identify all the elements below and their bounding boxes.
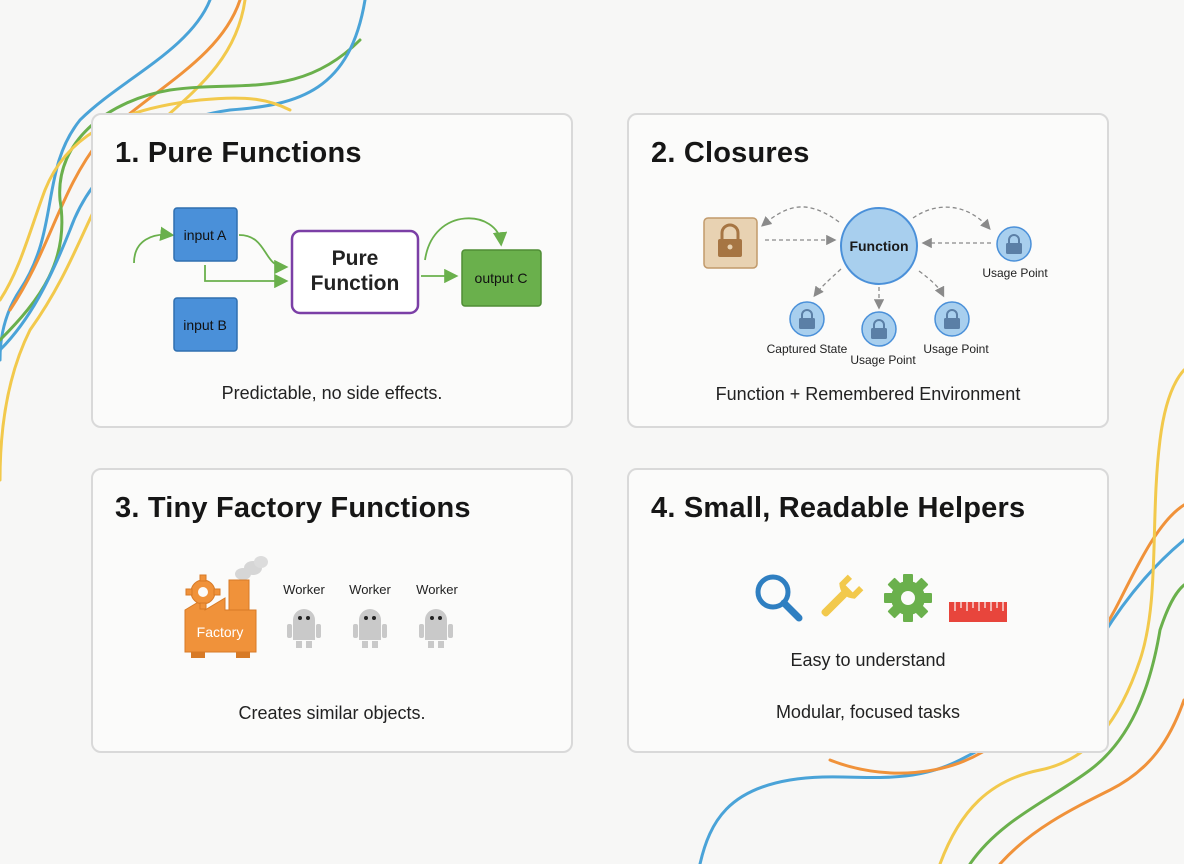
lock-icon <box>861 311 897 347</box>
factory-diagram: Factory Worker Worker Worker <box>184 556 458 658</box>
card-title: 1. Pure Functions <box>115 137 362 169</box>
arrow-function-to-usage-bottom-right <box>918 270 945 298</box>
card-caption-primary: Easy to understand <box>790 650 946 670</box>
factory-label: Factory <box>197 624 244 640</box>
arrow-function-to-lock <box>761 206 840 227</box>
helpers-card: 4. Small, Readable Helpers <box>627 468 1109 753</box>
output-c-box: output C <box>461 249 542 307</box>
worker-label: Worker <box>349 582 391 597</box>
closures-card: 2. Closures Function <box>627 113 1109 428</box>
input-a-box: input A <box>173 207 238 262</box>
environment-lock <box>703 217 758 269</box>
lock-icon <box>789 301 825 337</box>
input-a-label: input A <box>184 227 227 243</box>
captured-state-label: Captured State <box>767 342 848 356</box>
helper-icons <box>755 574 1007 622</box>
arrow-function-to-usage-right <box>912 206 991 230</box>
card-caption-secondary: Modular, focused tasks <box>775 702 961 722</box>
robot-icon <box>419 609 453 648</box>
ruler-icon <box>949 602 1007 622</box>
pure-function-box: Pure Function <box>290 229 420 315</box>
usage-point-label-bottom-right: Usage Point <box>923 342 989 356</box>
card-caption: Function + Remembered Environment <box>715 384 1021 404</box>
function-label-line1: Pure <box>332 247 379 270</box>
function-label: Function <box>849 238 908 254</box>
card-caption: Creates similar objects. <box>238 703 426 723</box>
card-title: 3. Tiny Factory Functions <box>115 492 471 524</box>
arrow-loop-to-output <box>424 217 508 261</box>
pure-function-diagram: input A input B Pure Function output C <box>133 207 542 352</box>
function-circle: Function <box>840 207 918 285</box>
output-c-label: output C <box>475 270 528 286</box>
robot-icon <box>353 609 387 648</box>
gear-icon <box>884 574 932 622</box>
factory-icon: Factory <box>184 556 268 658</box>
usage-point-label-right: Usage Point <box>982 266 1048 280</box>
wrench-icon <box>821 574 864 617</box>
arrow-input-a-to-function <box>238 234 289 275</box>
input-b-box: input B <box>173 297 238 352</box>
input-b-label: input B <box>183 317 227 333</box>
search-icon <box>755 574 803 622</box>
closure-diagram: Function Usage Point Captured State Usag… <box>703 206 1048 367</box>
function-label-line2: Function <box>311 272 400 295</box>
lock-icon <box>996 226 1032 262</box>
lock-icon <box>934 301 970 337</box>
arrow-function-to-captured <box>813 268 842 298</box>
card-caption: Predictable, no side effects. <box>221 383 443 403</box>
factory-functions-card: 3. Tiny Factory Functions Factory <box>91 468 573 753</box>
usage-point-label-bottom: Usage Point <box>850 353 916 367</box>
card-title: 2. Closures <box>651 137 810 169</box>
arrow-into-input-a <box>133 226 175 264</box>
worker-label: Worker <box>416 582 458 597</box>
worker-label: Worker <box>283 582 325 597</box>
robot-icon <box>287 609 321 648</box>
pure-functions-card: 1. Pure Functions input A input B Pure F… <box>91 113 573 428</box>
card-title: 4. Small, Readable Helpers <box>651 492 1026 524</box>
arrow-input-b-to-function <box>204 265 289 289</box>
